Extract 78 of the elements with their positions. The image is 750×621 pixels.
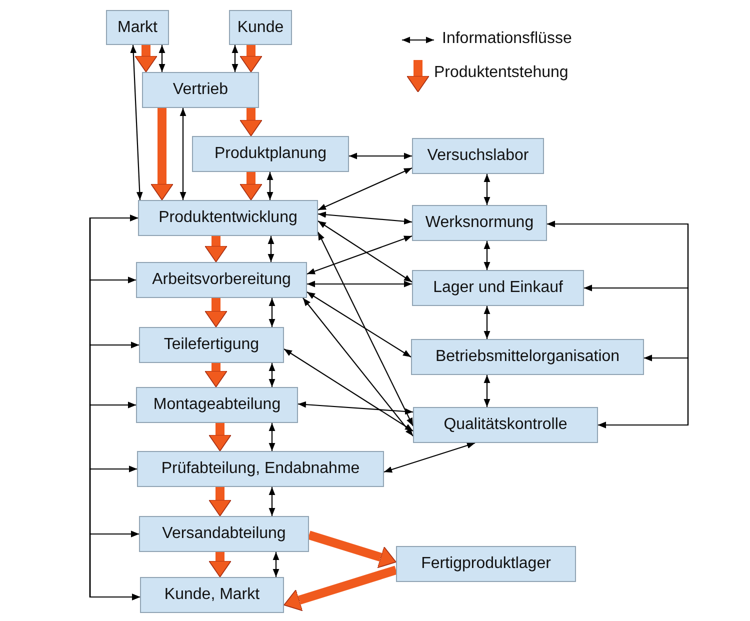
- box-label: Vertrieb: [172, 81, 228, 99]
- process-box: [136, 387, 298, 423]
- box-label: Kunde, Markt: [164, 586, 260, 604]
- arrow: [268, 363, 276, 387]
- box-label: Prüfabteilung, Endabnahme: [161, 460, 360, 478]
- block-arrow: [208, 423, 232, 452]
- process-box: [412, 205, 547, 241]
- arrow: [318, 220, 412, 282]
- arrow: [284, 348, 414, 432]
- arrow: [268, 236, 274, 262]
- process-box: [142, 72, 259, 108]
- box-label: Werksnormung: [425, 214, 534, 232]
- block-arrow: [240, 108, 262, 136]
- box-label: Betriebsmittelorganisation: [435, 348, 620, 366]
- arrow: [302, 298, 414, 436]
- block-arrow: [240, 172, 262, 200]
- arrow: [158, 45, 166, 72]
- process-box: [139, 516, 309, 552]
- arrow: [266, 172, 274, 200]
- box-label: Versandabteilung: [162, 525, 286, 543]
- process-box: [229, 10, 292, 45]
- process-box: [396, 546, 576, 582]
- process-box: [413, 407, 598, 443]
- process-box: [139, 327, 284, 363]
- process-box: [106, 10, 169, 45]
- arrow: [130, 44, 143, 200]
- arrow: [232, 45, 238, 72]
- arrow: [272, 552, 280, 577]
- block-arrow: [204, 298, 228, 328]
- arrow: [318, 212, 412, 224]
- block-arrow: [240, 45, 262, 72]
- box-label: Montageabteilung: [153, 396, 281, 414]
- process-box: [412, 138, 544, 174]
- block-arrow: [150, 108, 174, 200]
- process-box: [411, 339, 644, 375]
- arrow: [484, 241, 490, 270]
- arrow: [318, 232, 414, 426]
- block-arrow: [284, 566, 398, 612]
- arrow: [306, 235, 412, 275]
- block-arrow: [208, 487, 232, 516]
- box-label: Produktentwicklung: [158, 209, 298, 227]
- box-label: Fertigproduktlager: [421, 555, 551, 573]
- arrow: [268, 298, 276, 327]
- process-box: [412, 270, 584, 306]
- arrow: [268, 487, 276, 516]
- block-arrow: [204, 363, 228, 388]
- block-arrow: [208, 552, 232, 578]
- arrow: [484, 174, 490, 205]
- box-label: Arbeitsvorbereitung: [152, 271, 291, 289]
- block-arrow: [308, 530, 396, 568]
- box-label: Qualitätskontrolle: [444, 416, 568, 434]
- block-arrow: [204, 236, 228, 262]
- box-label: Lager und Einkauf: [433, 279, 563, 297]
- box-label: Produktplanung: [214, 145, 327, 163]
- arrow: [307, 280, 412, 288]
- arrow: [268, 423, 276, 451]
- arrow: [298, 401, 414, 415]
- process-box: [192, 136, 349, 172]
- arrow: [484, 306, 490, 339]
- arrow: [384, 442, 476, 473]
- arrow: [598, 354, 689, 428]
- box-label: Markt: [118, 18, 158, 36]
- legend-label: Produktentstehung: [434, 64, 568, 82]
- arrow: [306, 292, 412, 358]
- arrow: [89, 530, 140, 600]
- process-box: [138, 200, 318, 236]
- arrow: [484, 375, 490, 407]
- arrow: [349, 152, 412, 160]
- process-box: [140, 577, 284, 613]
- box-label: Teilefertigung: [164, 336, 260, 354]
- process-box: [137, 451, 384, 487]
- legend-label: Informationsflüsse: [442, 30, 572, 48]
- process-box: [136, 262, 307, 298]
- box-label: Versuchslabor: [427, 147, 529, 165]
- arrow: [318, 168, 412, 210]
- box-label: Kunde: [237, 18, 284, 36]
- block-arrow: [134, 45, 158, 72]
- arrow: [180, 108, 186, 200]
